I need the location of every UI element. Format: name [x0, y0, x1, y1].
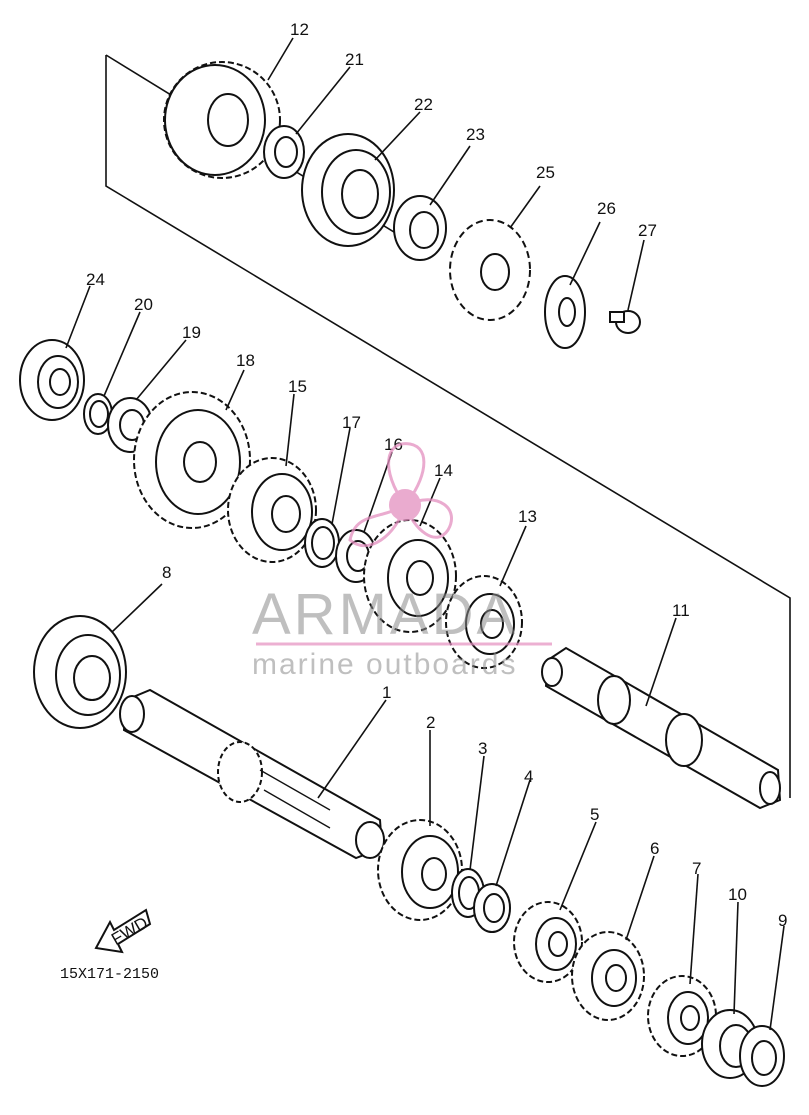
- watermark-brand: ARMADA: [252, 582, 518, 647]
- part-6-gear: [571, 931, 645, 1021]
- part-number-labels: 12 21 22 23 25 26 27 24 20 19 18 15 17 1…: [86, 20, 787, 930]
- leader-lines: [65, 37, 785, 1031]
- watermark: ARMADA marine outboards: [252, 442, 552, 681]
- part-25-drive-sprocket: [449, 219, 531, 321]
- part-8-bearing: [33, 615, 127, 729]
- part-18-gear: [133, 391, 251, 529]
- part-label-24: 24: [86, 270, 105, 289]
- part-label-21: 21: [345, 50, 364, 69]
- part-label-22: 22: [414, 95, 433, 114]
- part-5-gear: [513, 901, 583, 983]
- part-1-main-axle: [119, 688, 385, 860]
- part-label-27: 27: [638, 221, 657, 240]
- part-label-3: 3: [478, 739, 487, 758]
- part-26-lock-washer: [544, 275, 586, 349]
- part-label-25: 25: [536, 163, 555, 182]
- part-15-gear: [227, 457, 317, 563]
- part-label-6: 6: [650, 839, 659, 858]
- part-7-gear: [647, 975, 717, 1057]
- part-label-11: 11: [672, 601, 690, 620]
- part-label-7: 7: [692, 859, 701, 878]
- watermark-tagline: marine outboards: [252, 648, 517, 681]
- fwd-arrow: [94, 908, 152, 954]
- part-9-oil-seal: [739, 1025, 785, 1087]
- part-4-washer: [473, 883, 511, 933]
- part-27-bolt: [609, 310, 641, 334]
- part-label-9: 9: [778, 911, 787, 930]
- part-label-17: 17: [342, 413, 361, 432]
- part-20-circlip: [83, 393, 113, 435]
- part-label-12: 12: [290, 20, 309, 39]
- part-12-gear: [163, 61, 281, 179]
- propeller-logo-icon: [348, 442, 453, 547]
- part-label-18: 18: [236, 351, 255, 370]
- part-label-20: 20: [134, 295, 153, 314]
- part-label-10: 10: [728, 885, 747, 904]
- part-label-5: 5: [590, 805, 599, 824]
- part-label-16: 16: [384, 435, 403, 454]
- part-23-oil-seal: [393, 195, 447, 261]
- part-24-bearing: [19, 339, 85, 421]
- part-label-2: 2: [426, 713, 435, 732]
- part-label-1: 1: [382, 683, 391, 702]
- part-label-15: 15: [288, 377, 307, 396]
- drawing-code: 15X171-2150: [60, 966, 159, 983]
- fwd-label: FWD: [108, 913, 151, 949]
- part-17-circlip: [304, 518, 340, 568]
- part-11-drive-axle: [541, 646, 782, 810]
- part-label-23: 23: [466, 125, 485, 144]
- part-label-26: 26: [597, 199, 616, 218]
- part-label-14: 14: [434, 461, 453, 480]
- part-label-8: 8: [162, 563, 171, 582]
- part-22-bearing: [301, 133, 395, 247]
- part-label-4: 4: [524, 767, 533, 786]
- part-label-19: 19: [182, 323, 201, 342]
- part-14-gear: [363, 519, 457, 633]
- part-21-washer: [263, 125, 305, 179]
- part-label-13: 13: [518, 507, 537, 526]
- part-2-gear: [377, 819, 463, 921]
